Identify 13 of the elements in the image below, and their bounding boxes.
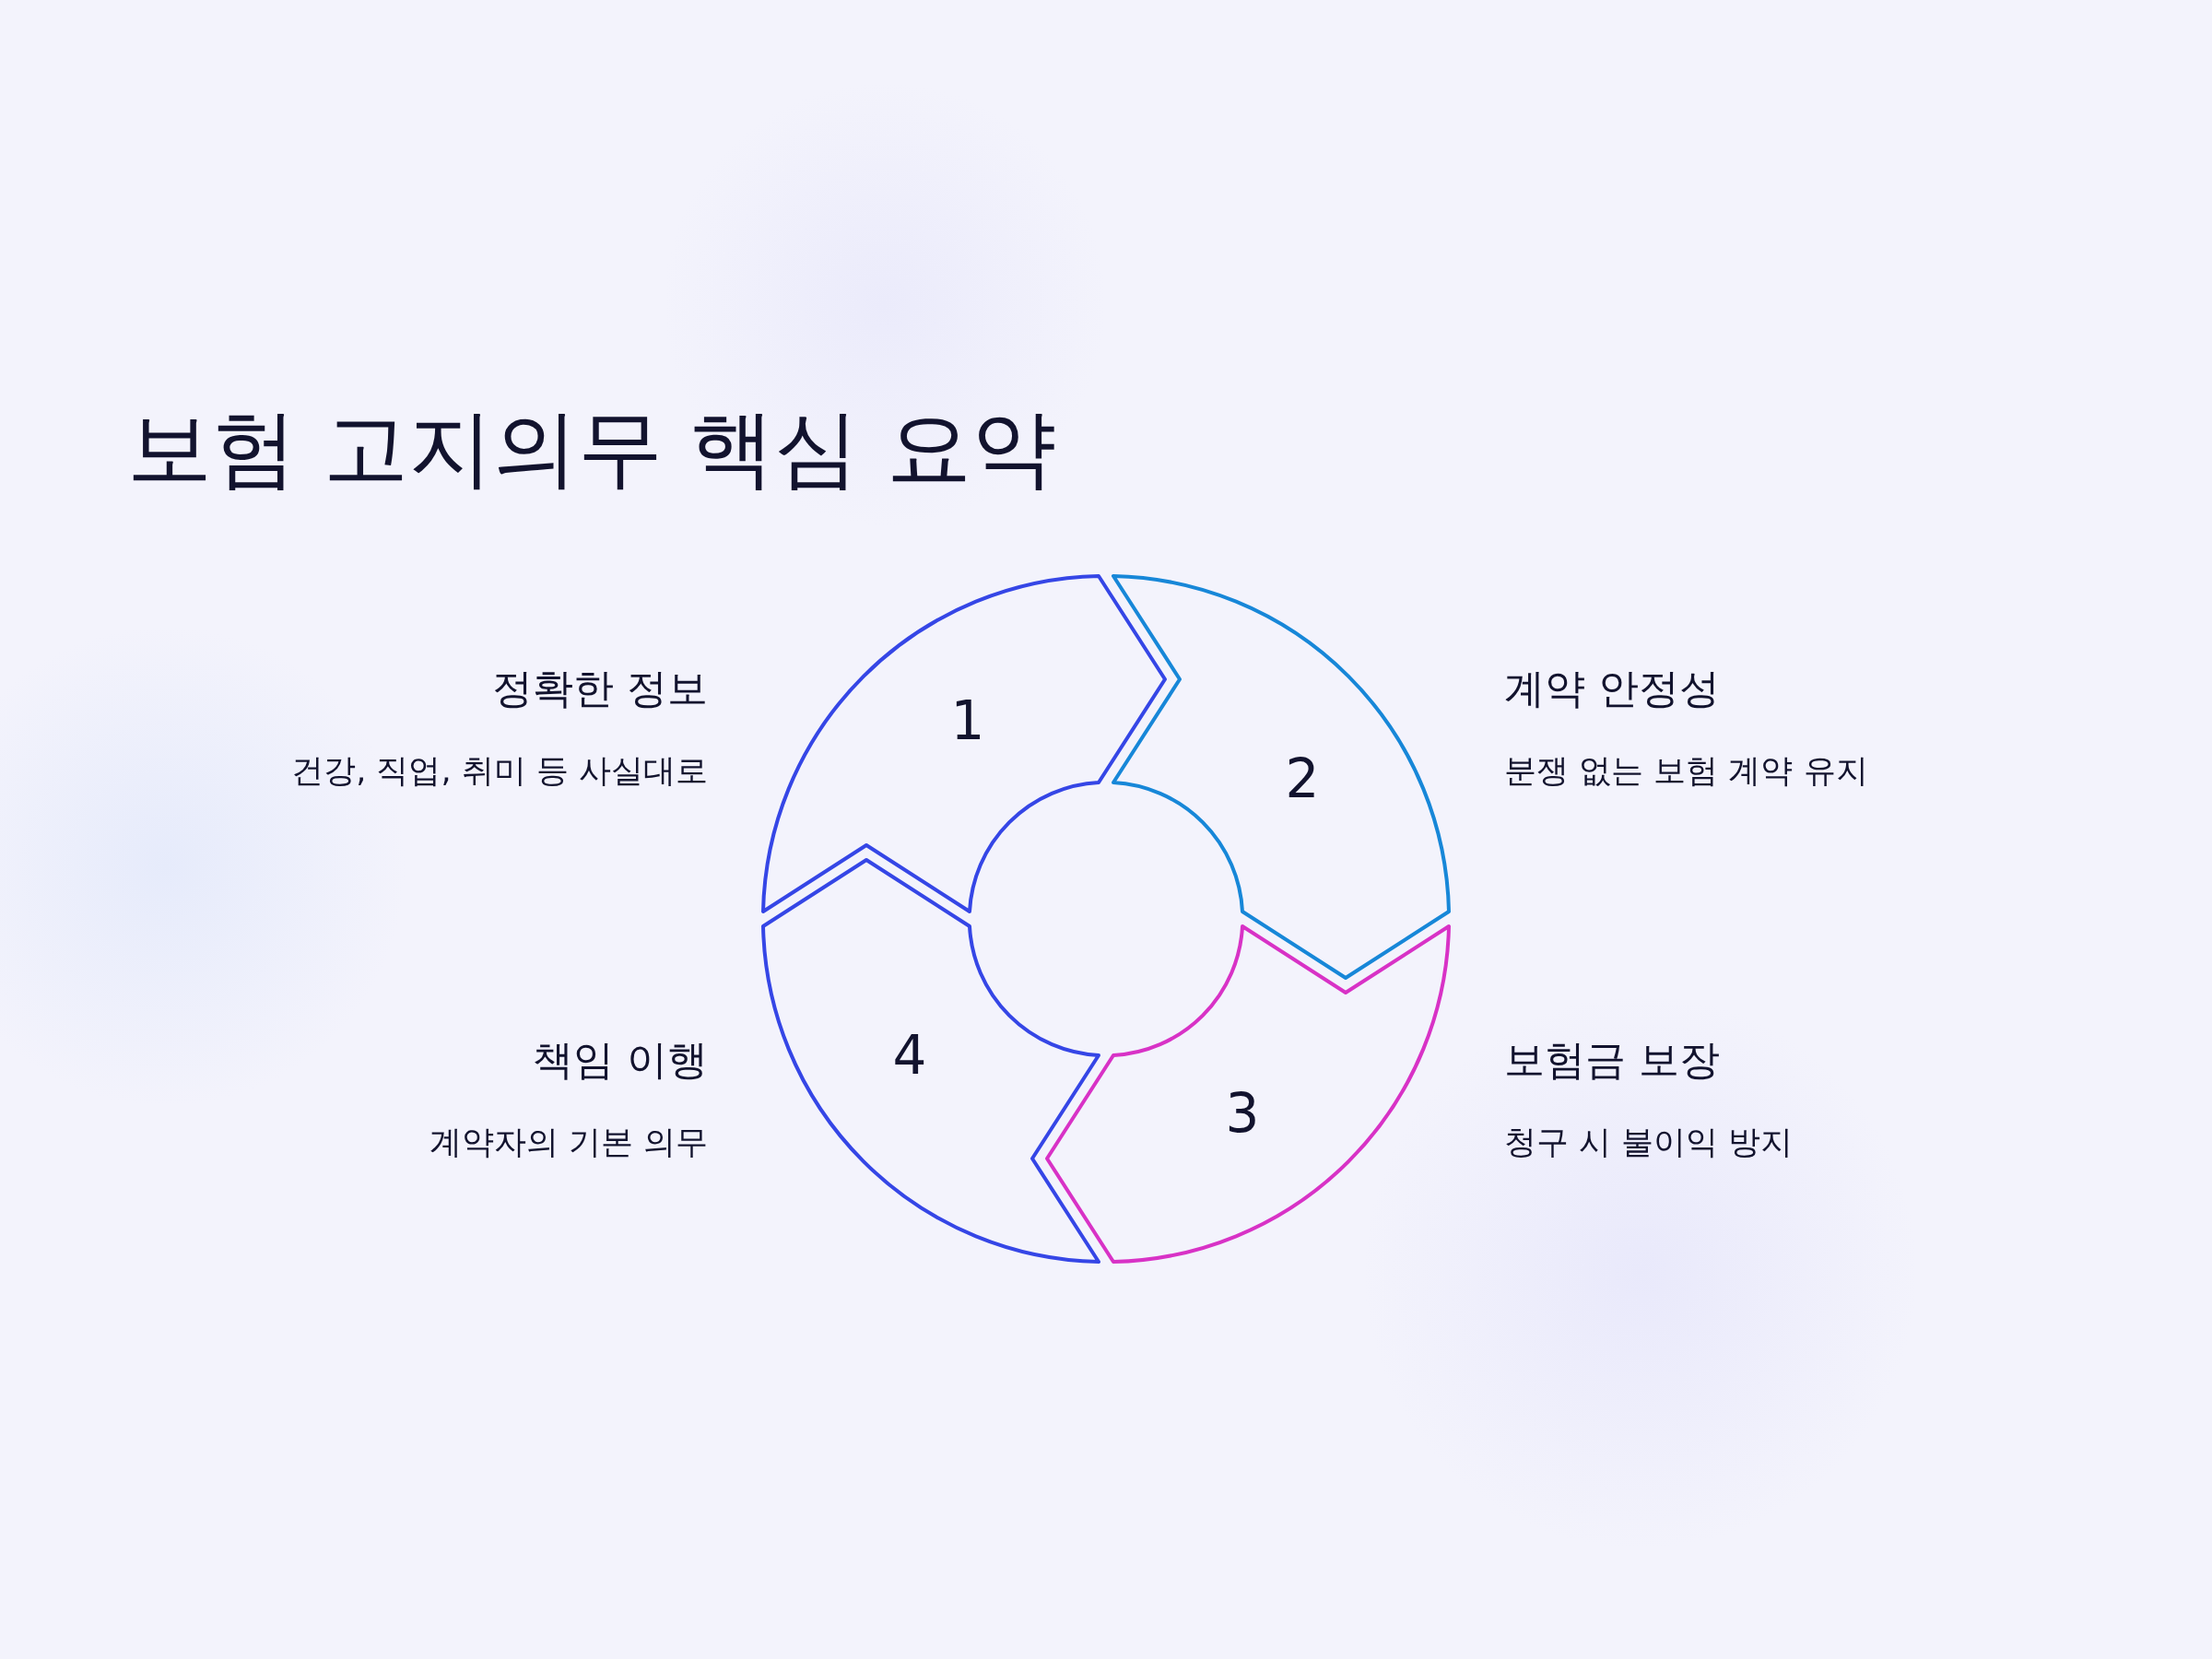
title: 보험 고지의무 핵심 요약 [127, 398, 1056, 500]
segment-number: 2 [1285, 752, 1320, 806]
point-heading: 계약 안정성 [1504, 663, 1720, 713]
point-heading: 정확한 정보 [492, 663, 708, 713]
point-heading: 책임 이행 [533, 1034, 708, 1085]
point-description: 청구 시 불이익 방지 [1504, 1122, 1794, 1162]
point-description: 분쟁 없는 보험 계약 유지 [1504, 750, 1868, 791]
segment-number: 1 [950, 694, 985, 747]
point-heading: 보험금 보장 [1504, 1034, 1720, 1085]
segment-number: 3 [1225, 1087, 1260, 1140]
point-description: 계약자의 기본 의무 [429, 1122, 708, 1162]
segment-number: 4 [892, 1029, 927, 1082]
point-description: 건강, 직업, 취미 등 사실대로 [291, 750, 708, 791]
